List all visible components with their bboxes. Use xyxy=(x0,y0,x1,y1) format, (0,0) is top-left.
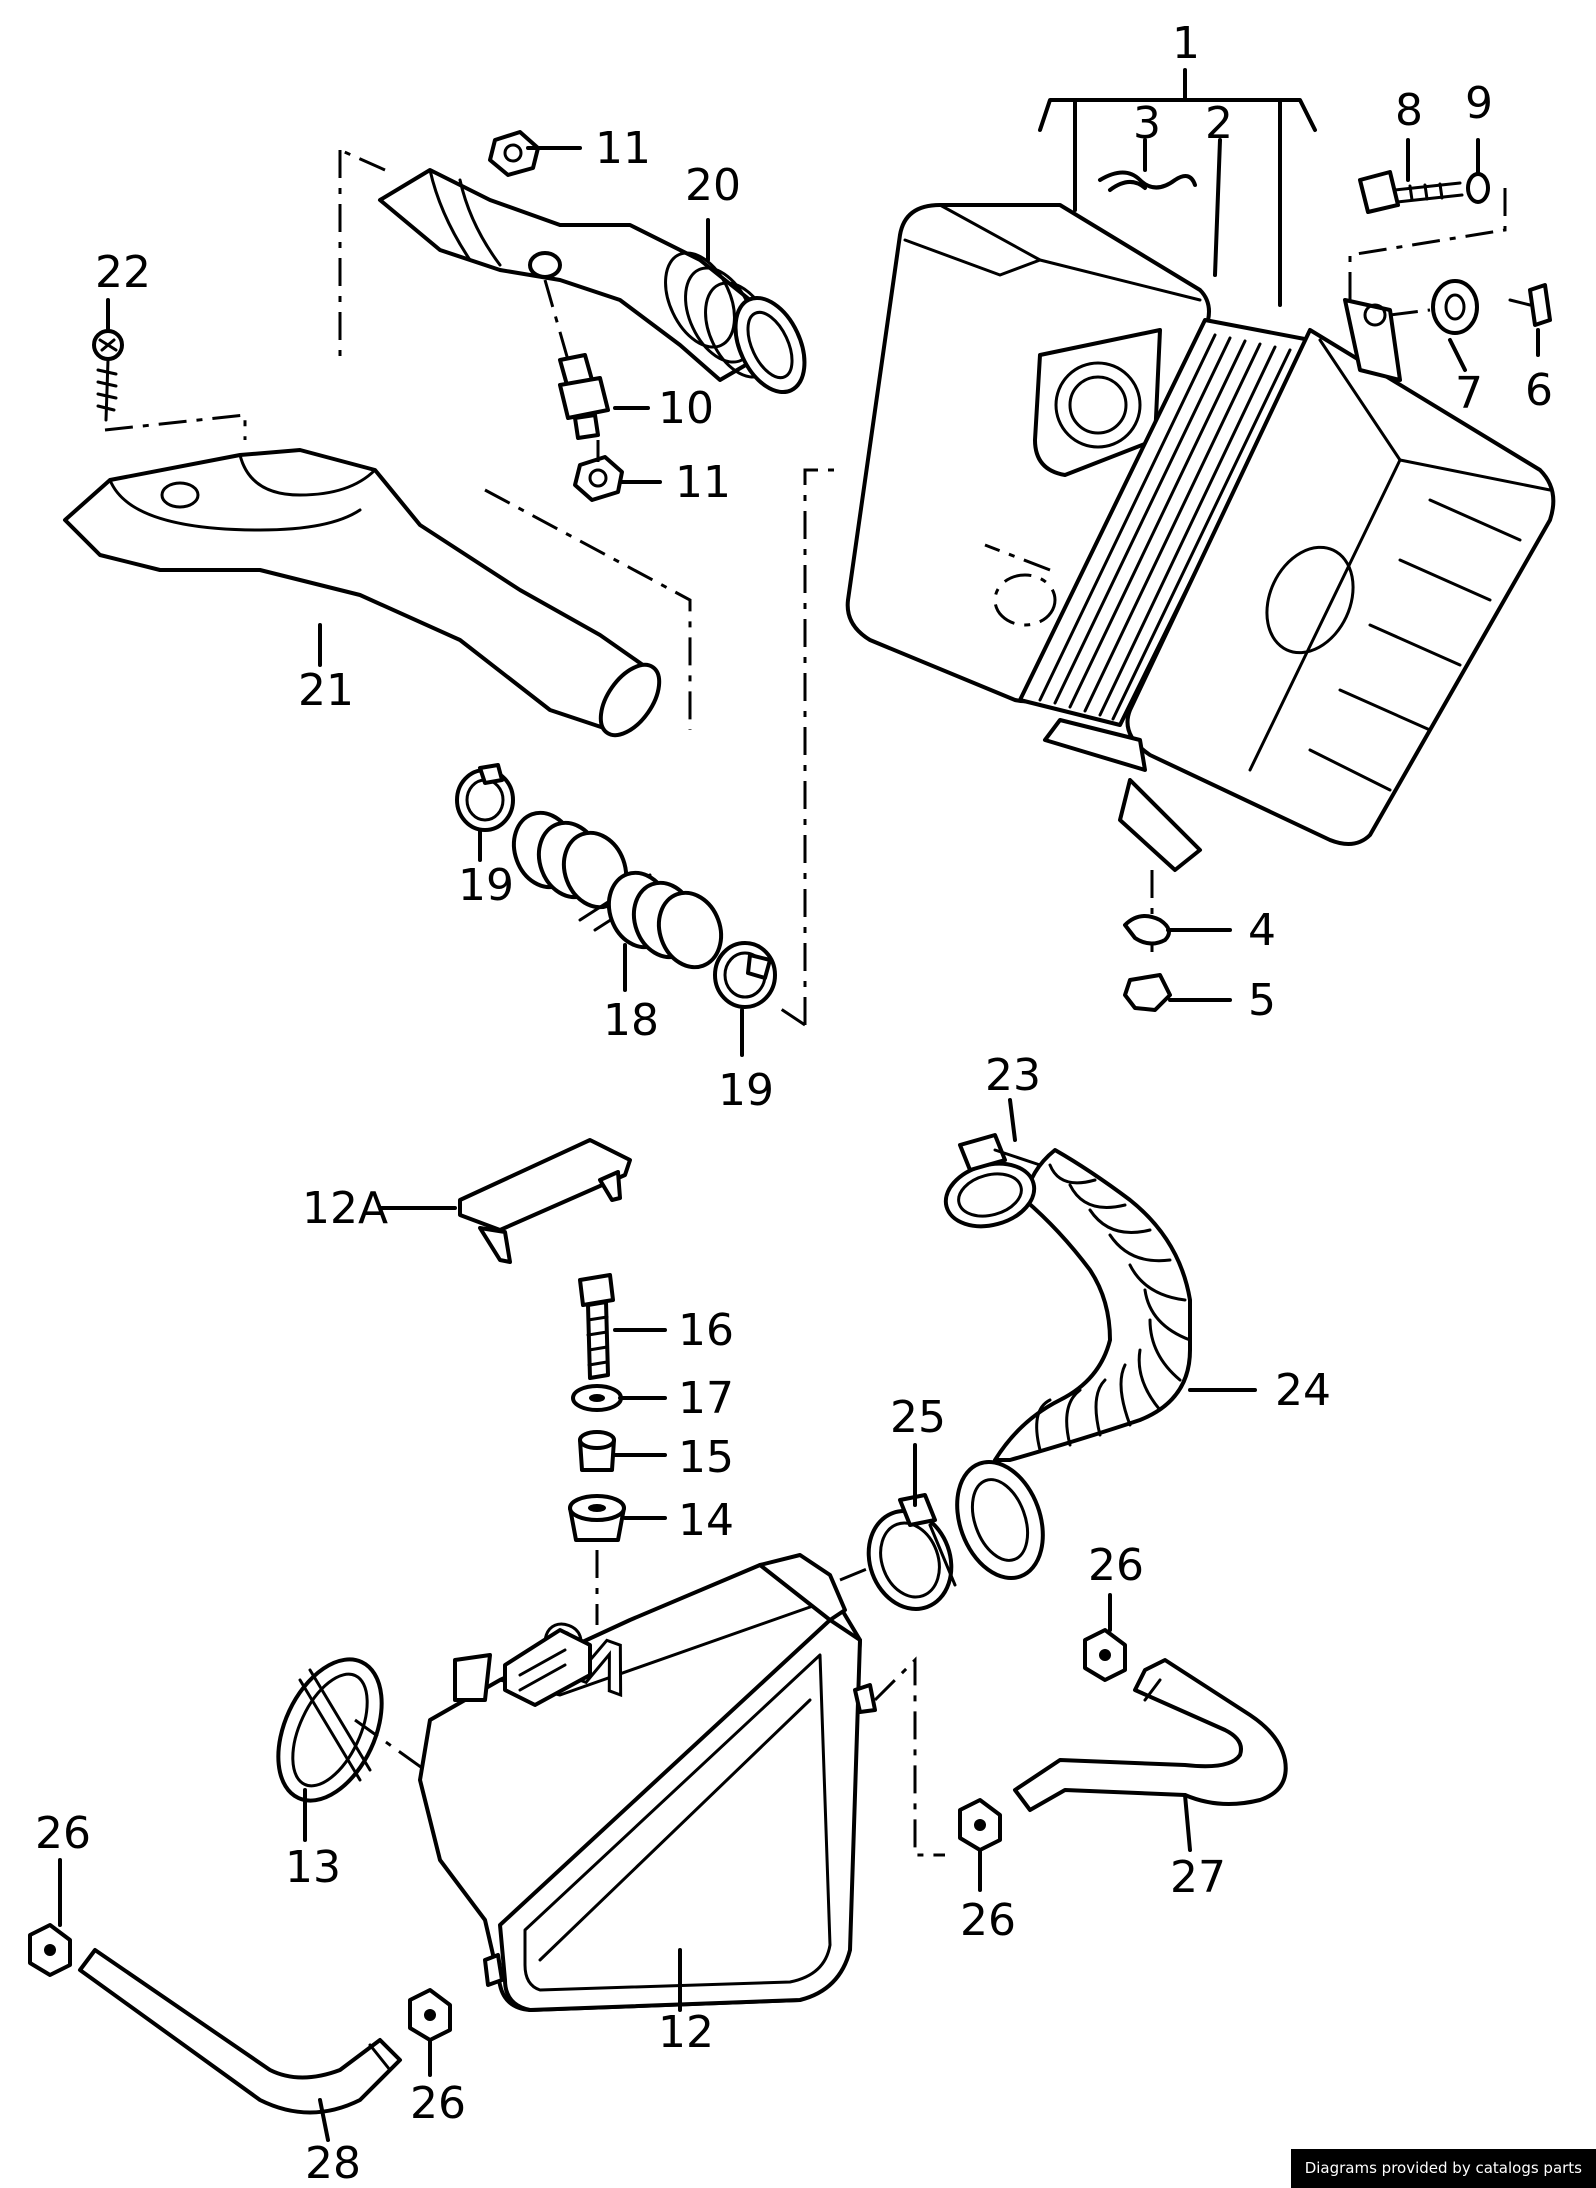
pin-6 xyxy=(1508,283,1552,327)
housing-ribs xyxy=(1308,498,1522,792)
intake-resonator-12: V6 xyxy=(418,1553,877,2012)
hose-dashed-end xyxy=(774,1003,806,1027)
nut-11-lower xyxy=(573,455,624,502)
snorkel-screw-leader xyxy=(104,413,247,440)
label-8: 8 xyxy=(1395,85,1423,136)
label-26-left: 26 xyxy=(35,1808,91,1859)
clamp-26-bottom xyxy=(408,1988,452,2042)
clamp-26-lower-right xyxy=(958,1798,1002,1852)
intake-hose-24 xyxy=(955,1148,1192,1581)
leader-lines xyxy=(58,138,1540,2142)
label-2: 2 xyxy=(1205,98,1233,149)
air-filter-housing xyxy=(845,203,1556,872)
label-16: 16 xyxy=(678,1305,734,1356)
label-3: 3 xyxy=(1133,98,1161,149)
label-11-upper: 11 xyxy=(595,123,651,174)
credit-banner: Diagrams provided by catalogs parts xyxy=(1290,2149,1596,2188)
label-5: 5 xyxy=(1248,975,1276,1026)
seal-13 xyxy=(276,1657,384,1803)
cover-12a xyxy=(458,1138,632,1264)
part-labels: 1 2 3 8 9 7 6 4 5 11 20 10 11 22 21 19 1… xyxy=(35,18,1553,2188)
grommet-leader xyxy=(1389,308,1431,317)
label-15: 15 xyxy=(678,1432,734,1483)
label-12: 12 xyxy=(658,2007,714,2058)
label-7: 7 xyxy=(1455,368,1483,419)
label-17: 17 xyxy=(678,1373,734,1424)
label-4: 4 xyxy=(1248,905,1276,956)
washer-17 xyxy=(571,1384,623,1412)
hose-28 xyxy=(78,1948,402,2115)
label-23: 23 xyxy=(985,1050,1041,1101)
bolt-8 xyxy=(1358,170,1464,214)
label-1: 1 xyxy=(1172,18,1200,69)
nut-11-upper xyxy=(488,130,540,177)
mount-leader xyxy=(543,279,570,361)
label-28: 28 xyxy=(305,2138,361,2188)
clamp-25 xyxy=(866,1493,957,1611)
bolt-assembly-leader xyxy=(1348,188,1507,305)
clamp-19-lower xyxy=(713,941,777,1009)
label-11-lower: 11 xyxy=(675,457,731,508)
label-21: 21 xyxy=(298,665,354,716)
duct-bellows xyxy=(664,251,807,395)
seal-leader xyxy=(354,1718,426,1772)
intake-duct-20 xyxy=(378,168,807,395)
clamp-26-upper-right xyxy=(1083,1628,1127,1682)
hose-18 xyxy=(511,810,724,970)
label-19-lower: 19 xyxy=(718,1065,774,1116)
label-22: 22 xyxy=(95,247,151,298)
hose-27-leader xyxy=(873,1656,945,1857)
clamp-19-upper xyxy=(455,763,515,832)
bolt-16 xyxy=(578,1273,615,1380)
clamp-26-left xyxy=(28,1923,72,1977)
label-13: 13 xyxy=(285,1842,341,1893)
label-9: 9 xyxy=(1465,78,1493,129)
label-26-upper-right: 26 xyxy=(1088,1540,1144,1591)
clip-3 xyxy=(1098,170,1197,192)
clamp-23 xyxy=(943,1133,1042,1229)
label-18: 18 xyxy=(603,995,659,1046)
label-6: 6 xyxy=(1525,365,1553,416)
washer-9 xyxy=(1466,172,1490,204)
grommet-14 xyxy=(568,1494,626,1542)
label-26-lower-right: 26 xyxy=(960,1895,1016,1946)
label-24: 24 xyxy=(1275,1365,1331,1416)
mount-stud-10 xyxy=(558,353,610,440)
label-14: 14 xyxy=(678,1495,734,1546)
nut-5 xyxy=(1123,973,1172,1012)
spacer-15 xyxy=(578,1430,616,1472)
label-25: 25 xyxy=(890,1392,946,1443)
group-1-bracket xyxy=(1038,68,1317,307)
intake-snorkel-21 xyxy=(63,448,662,738)
label-12a: 12A xyxy=(302,1183,388,1234)
clip-4 xyxy=(1123,914,1171,946)
hose-to-housing-leader xyxy=(803,468,840,1025)
label-27: 27 xyxy=(1170,1852,1226,1903)
label-20: 20 xyxy=(685,160,741,211)
duct-mount-hole xyxy=(528,251,562,279)
grommet-7 xyxy=(1431,279,1479,335)
snorkel-dashed-boundary xyxy=(484,488,692,730)
duct-dashed-corner xyxy=(339,148,386,172)
screw-22 xyxy=(92,329,124,422)
label-26-bottom: 26 xyxy=(410,2078,466,2129)
filter-pleats xyxy=(1038,333,1292,721)
hose-27 xyxy=(1013,1658,1288,1812)
label-19-upper: 19 xyxy=(458,860,514,911)
label-10: 10 xyxy=(658,383,714,434)
